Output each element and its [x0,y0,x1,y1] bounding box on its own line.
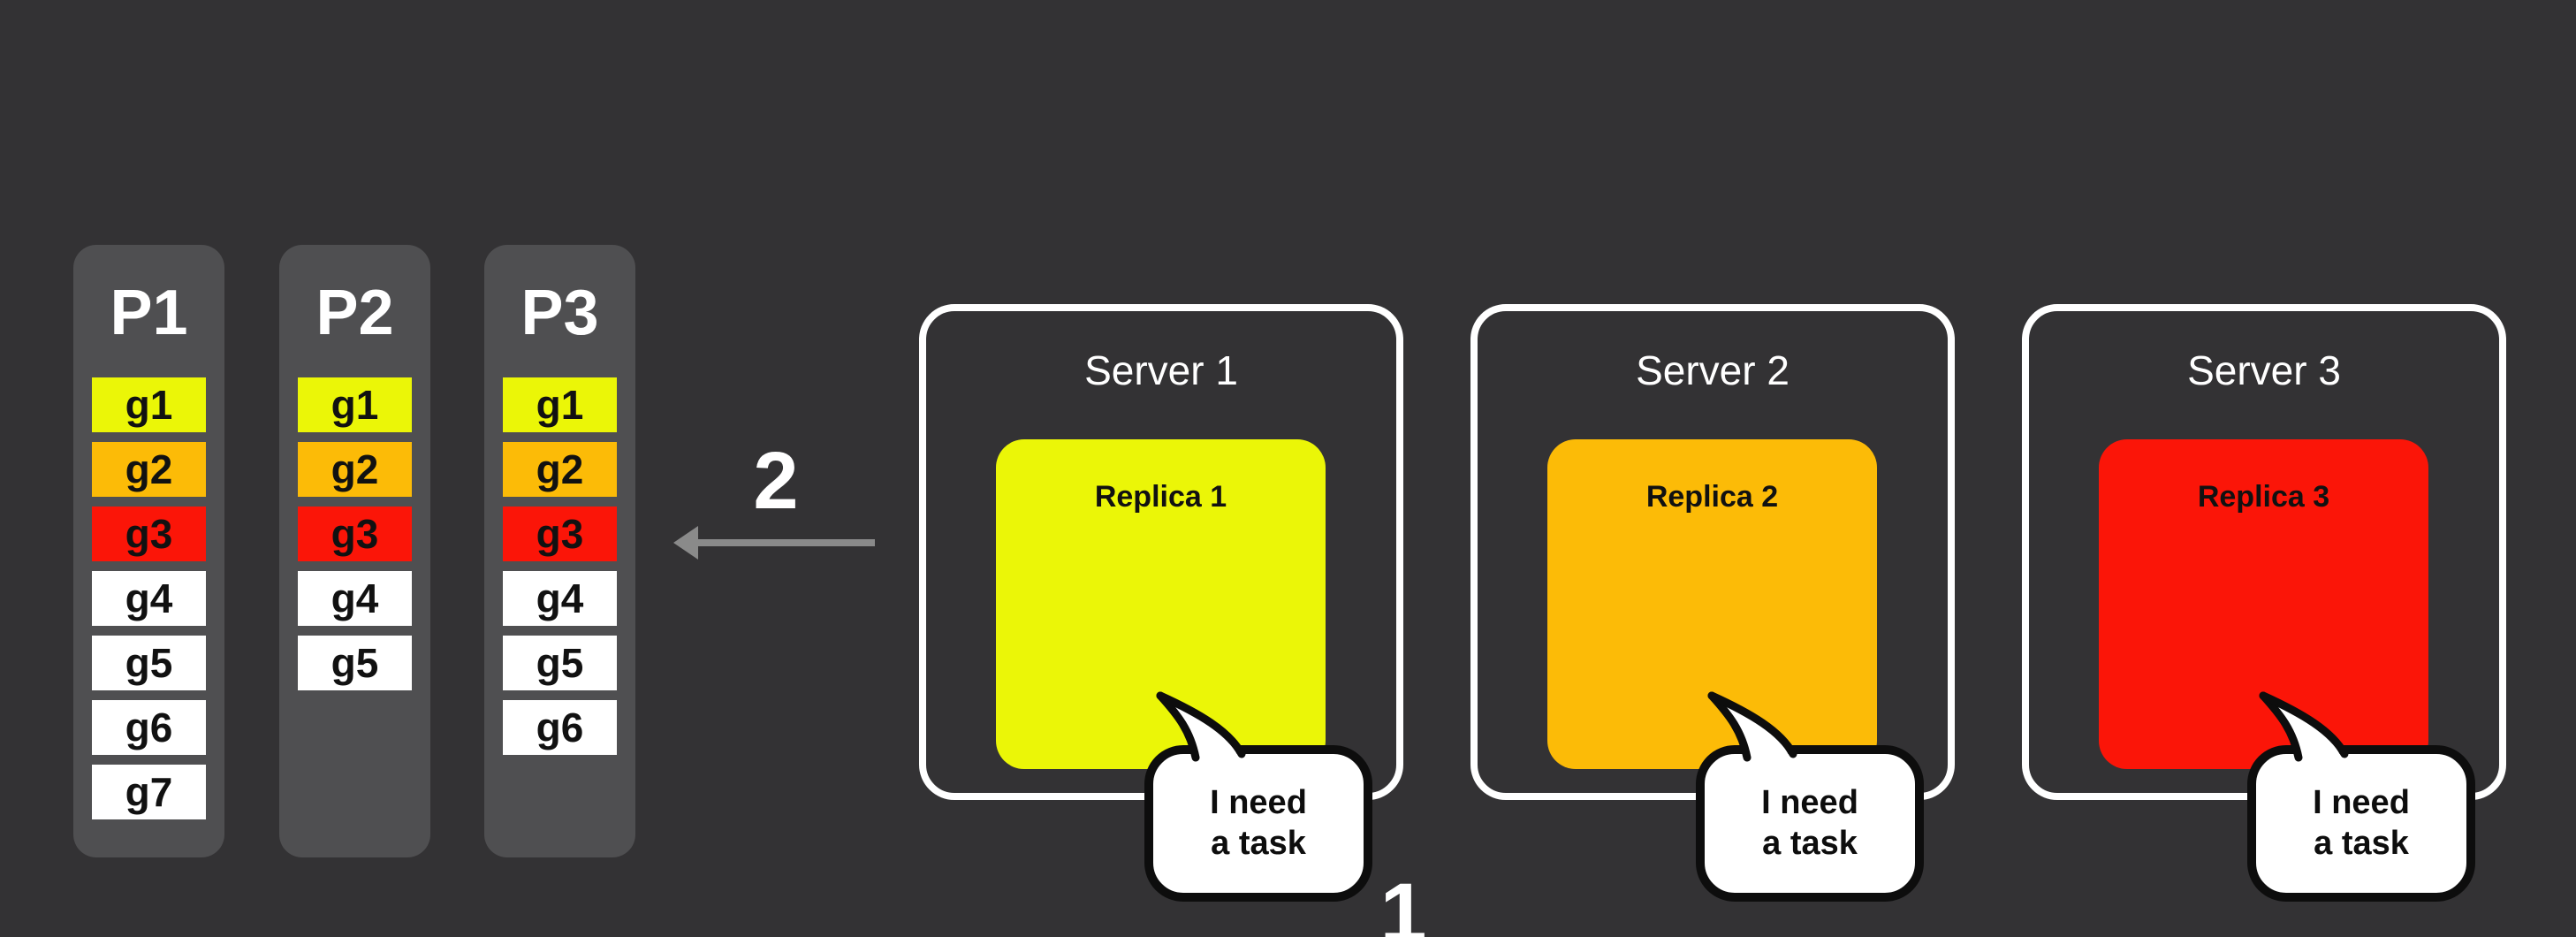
task-cell: g4 [298,571,412,626]
partition-column-p1: P1 g1 g2 g3 g4 g5 g6 g7 [73,245,224,857]
replica-1: Replica 1 [996,439,1326,769]
bubble-text-line: a task [1211,824,1306,862]
partition-cell-stack: g1 g2 g3 g4 g5 g6 g7 [92,377,206,819]
task-cell: g3 [503,507,617,561]
replica-label: Replica 1 [1094,480,1227,514]
bubble-text-line: I need [1761,783,1858,821]
server-title: Server 2 [1636,347,1790,393]
task-cell: g6 [92,700,206,755]
speech-bubble-tail-icon [1156,691,1246,765]
server-box-2: Server 2 Replica 2 [1470,304,1955,800]
partition-cell-stack: g1 g2 g3 g4 g5 g6 [503,377,617,755]
partition-column-p3: P3 g1 g2 g3 g4 g5 g6 [484,245,635,857]
task-cell: g2 [92,442,206,497]
server-title: Server 3 [2187,347,2341,393]
task-cell: g2 [298,442,412,497]
task-cell: g3 [92,507,206,561]
task-cell: g6 [503,700,617,755]
speech-bubble-2: I need a task [1696,745,1924,902]
replica-label: Replica 3 [2197,480,2330,514]
task-cell: g4 [92,571,206,626]
step-1-label: 1 [1379,866,1427,937]
speech-bubble-tail-icon [1707,691,1797,765]
bubble-text-line: I need [2313,783,2410,821]
partition-column-p2: P2 g1 g2 g3 g4 g5 [279,245,430,857]
task-cell: g1 [298,377,412,432]
replica-3: Replica 3 [2099,439,2428,769]
partition-title: P3 [521,278,599,348]
task-cell: g2 [503,442,617,497]
bubble-text-line: a task [1762,824,1858,862]
task-cell: g7 [92,765,206,819]
bubble-text-line: a task [2314,824,2409,862]
replica-2: Replica 2 [1547,439,1877,769]
task-cell: g3 [298,507,412,561]
speech-bubble-1: I need a task [1144,745,1372,902]
bubble-text-line: I need [1210,783,1307,821]
partition-cell-stack: g1 g2 g3 g4 g5 [298,377,412,690]
partition-title: P2 [315,278,394,348]
server-title: Server 1 [1084,347,1238,393]
speech-bubble-3: I need a task [2247,745,2475,902]
step-2-label: 2 [753,436,799,526]
task-cell: g5 [298,636,412,690]
server-box-3: Server 3 Replica 3 [2022,304,2506,800]
task-cell: g5 [503,636,617,690]
speech-bubble-tail-icon [2259,691,2349,765]
task-cell: g4 [503,571,617,626]
replica-label: Replica 2 [1645,480,1779,514]
task-cell: g1 [503,377,617,432]
server-box-1: Server 1 Replica 1 [919,304,1403,800]
task-cell: g5 [92,636,206,690]
partition-title: P1 [110,278,188,348]
task-cell: g1 [92,377,206,432]
left-arrow-icon [673,526,875,560]
